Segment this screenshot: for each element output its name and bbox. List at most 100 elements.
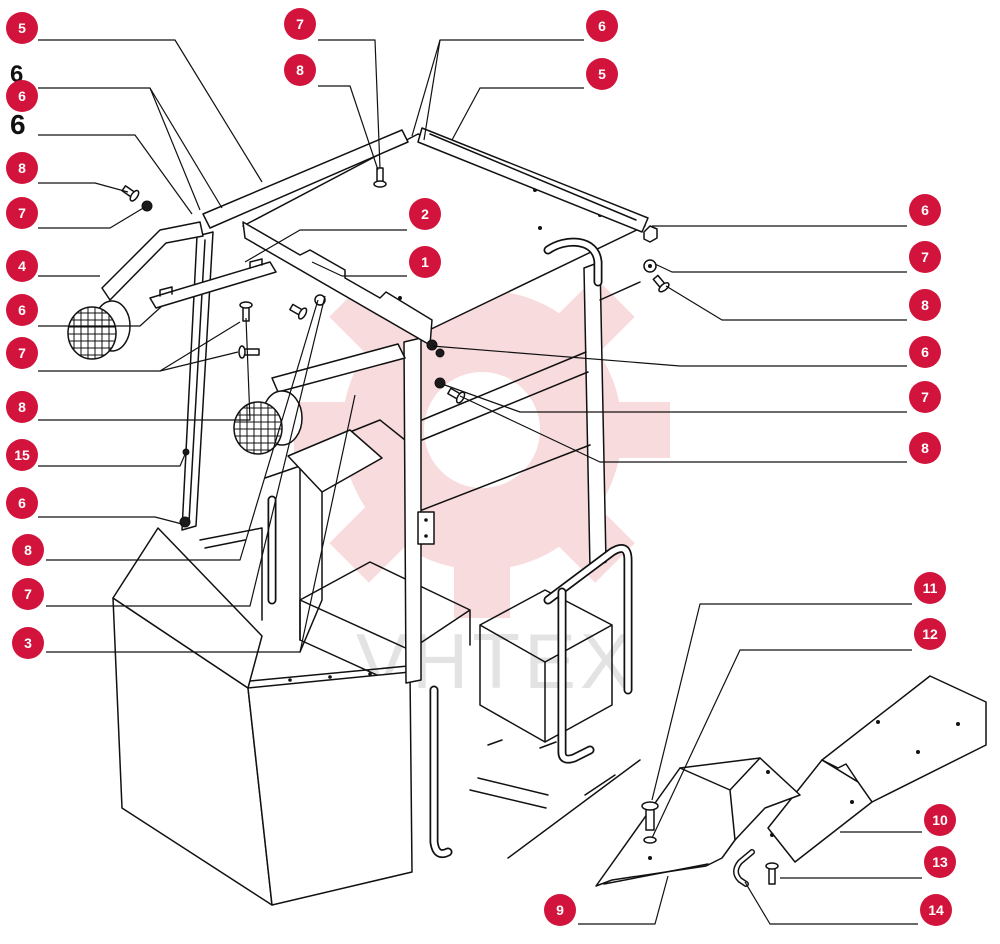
- callout-1[interactable]: 1: [409, 246, 441, 278]
- leader-line: [46, 394, 356, 653]
- callout-number: 7: [921, 249, 929, 265]
- bolt-13: [765, 862, 779, 885]
- callout-7[interactable]: 7: [909, 381, 941, 413]
- leader-line: [38, 182, 129, 193]
- callout-number: 2: [421, 206, 429, 222]
- step-lines: [469, 739, 641, 859]
- bolt: [652, 274, 670, 293]
- callout-number: 6: [18, 495, 26, 511]
- callout-number: 8: [18, 160, 26, 176]
- callout-7[interactable]: 7: [6, 197, 38, 229]
- mount-tabs: [159, 258, 263, 297]
- roof-rail-right-edge: [429, 133, 637, 221]
- front-post-center: [403, 337, 422, 684]
- leader-line: [459, 395, 907, 463]
- stray-label: 6: [10, 109, 26, 140]
- leader-line: [38, 451, 187, 467]
- callout-number: 6: [598, 18, 606, 34]
- callout-11[interactable]: 11: [914, 572, 946, 604]
- callout-8[interactable]: 8: [909, 432, 941, 464]
- callout-8[interactable]: 8: [6, 391, 38, 423]
- leader-line: [744, 881, 918, 925]
- callout-10[interactable]: 10: [924, 804, 956, 836]
- floor-plate-lower: [767, 759, 873, 863]
- leader-line: [441, 383, 907, 413]
- callout-13[interactable]: 13: [924, 846, 956, 878]
- leader-line: [651, 649, 912, 839]
- callout-6[interactable]: 6: [6, 294, 38, 326]
- callout-number: 7: [18, 345, 26, 361]
- callout-number: 8: [24, 542, 32, 558]
- leader-line: [423, 39, 441, 141]
- lamp-bracket-bar: [101, 221, 204, 301]
- leader-line: [318, 39, 381, 169]
- dash-bracket: [199, 527, 263, 621]
- leader-line: [159, 351, 239, 372]
- callout-8[interactable]: 8: [284, 54, 316, 86]
- leader-line: [38, 39, 263, 183]
- leader-lines: [38, 39, 922, 925]
- nut: [426, 339, 438, 351]
- callout-4[interactable]: 4: [6, 250, 38, 282]
- callout-6[interactable]: 6: [909, 194, 941, 226]
- callout-number: 6: [18, 302, 26, 318]
- callout-9[interactable]: 9: [544, 894, 576, 926]
- callout-5[interactable]: 5: [586, 58, 618, 90]
- callout-number: 9: [556, 902, 564, 918]
- callout-6[interactable]: 6: [586, 10, 618, 42]
- leader-line: [38, 206, 146, 229]
- leader-line: [46, 295, 326, 607]
- leader-line: [665, 285, 907, 321]
- callout-number: 8: [18, 399, 26, 415]
- bolt-11: [641, 801, 659, 831]
- callout-2[interactable]: 2: [409, 198, 441, 230]
- leader-line: [38, 516, 183, 525]
- nut: [643, 225, 658, 243]
- callout-number: 14: [928, 902, 944, 918]
- callout-8[interactable]: 8: [6, 152, 38, 184]
- callout-12[interactable]: 12: [914, 618, 946, 650]
- post-hinge-plate: [417, 511, 435, 545]
- callout-number: 6: [921, 344, 929, 360]
- callout-8[interactable]: 8: [909, 289, 941, 321]
- callout-number: 7: [18, 205, 26, 221]
- callout-number: 8: [921, 440, 929, 456]
- callout-6[interactable]: 6: [6, 487, 38, 519]
- step-plate-folds: [603, 757, 761, 885]
- nut: [141, 200, 153, 212]
- callout-number: 15: [14, 447, 30, 463]
- callout-7[interactable]: 7: [909, 241, 941, 273]
- bolt: [289, 303, 308, 320]
- callout-14[interactable]: 14: [920, 894, 952, 926]
- front-bracket: [242, 221, 433, 346]
- leader-line: [46, 299, 319, 561]
- leader-line: [38, 305, 163, 327]
- callout-number: 6: [18, 88, 26, 104]
- washer: [434, 377, 446, 389]
- callout-number: 7: [296, 16, 304, 32]
- callout-8[interactable]: 8: [12, 534, 44, 566]
- callout-6[interactable]: 6: [909, 336, 941, 368]
- leader-line: [38, 134, 193, 215]
- callout-number: 12: [922, 626, 938, 642]
- callout-5[interactable]: 5: [6, 12, 38, 44]
- nut: [179, 516, 191, 528]
- callout-3[interactable]: 3: [12, 627, 44, 659]
- leader-line: [318, 85, 379, 171]
- bolt: [239, 301, 253, 322]
- callout-7[interactable]: 7: [12, 578, 44, 610]
- lower-body-front-panel: [247, 671, 413, 906]
- callout-15[interactable]: 15: [6, 439, 38, 471]
- leader-line: [311, 261, 407, 277]
- callout-6[interactable]: 6: [6, 80, 38, 112]
- lamp-mount-plate: [149, 261, 277, 309]
- callout-7[interactable]: 7: [284, 8, 316, 40]
- leader-line: [38, 317, 251, 421]
- leader-line: [651, 603, 912, 801]
- callout-7[interactable]: 7: [6, 337, 38, 369]
- callout-number: 11: [923, 580, 938, 596]
- callout-number: 5: [598, 66, 606, 82]
- leader-line: [431, 345, 907, 367]
- roof-rail-left: [202, 129, 409, 229]
